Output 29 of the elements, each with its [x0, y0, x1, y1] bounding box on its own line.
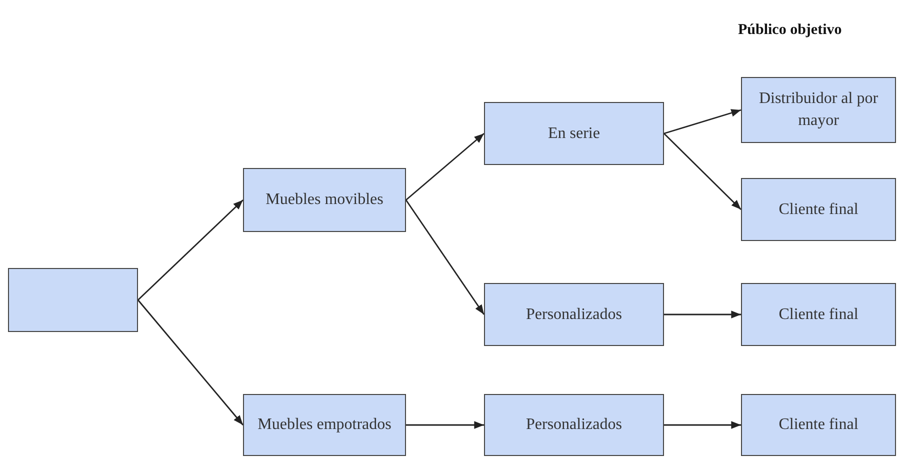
- process-box: [484, 102, 664, 165]
- arrow: [405, 200, 485, 315]
- box-label: Personalizados: [525, 304, 623, 325]
- box-label: Muebles movibles: [264, 190, 384, 210]
- arrow: [664, 421, 741, 429]
- arrow: [664, 310, 741, 318]
- arrow: [138, 200, 244, 300]
- process-box: [741, 394, 896, 456]
- box-label: Cliente final: [778, 200, 860, 220]
- process-box: [741, 77, 896, 143]
- arrow: [664, 109, 742, 134]
- arrow: [406, 421, 484, 429]
- box-label: En serie: [547, 124, 601, 144]
- process-box: [484, 283, 664, 346]
- arrow: [664, 133, 742, 210]
- process-box: [741, 178, 896, 241]
- box-label: Muebles empotrados: [256, 415, 392, 436]
- box-label: Cliente final: [778, 415, 860, 436]
- arrow: [137, 300, 244, 426]
- process-box: [741, 283, 896, 346]
- process-box: [8, 268, 138, 332]
- box-label: Personalizados: [525, 415, 623, 436]
- box-label: Distribuidor al por mayor: [758, 89, 880, 131]
- column-heading: Público objetivo: [738, 22, 842, 39]
- process-box: [243, 394, 406, 456]
- box-label: Cliente final: [778, 304, 860, 325]
- process-box: [484, 394, 664, 456]
- arrow: [406, 132, 484, 201]
- process-box: [243, 168, 406, 232]
